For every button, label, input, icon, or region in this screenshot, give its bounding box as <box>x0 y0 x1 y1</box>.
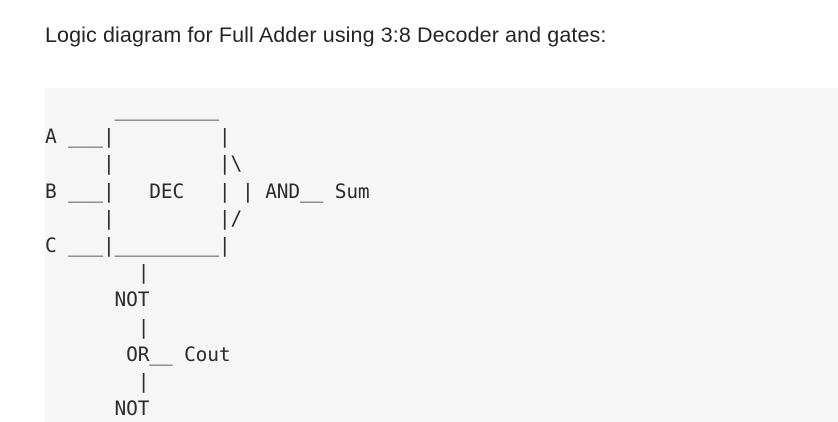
code-block-panel: _________ A ___| | | |\ B ___| DEC | | A… <box>45 88 838 422</box>
page-title: Logic diagram for Full Adder using 3:8 D… <box>45 23 607 47</box>
ascii-logic-diagram: _________ A ___| | | |\ B ___| DEC | | A… <box>45 98 370 421</box>
